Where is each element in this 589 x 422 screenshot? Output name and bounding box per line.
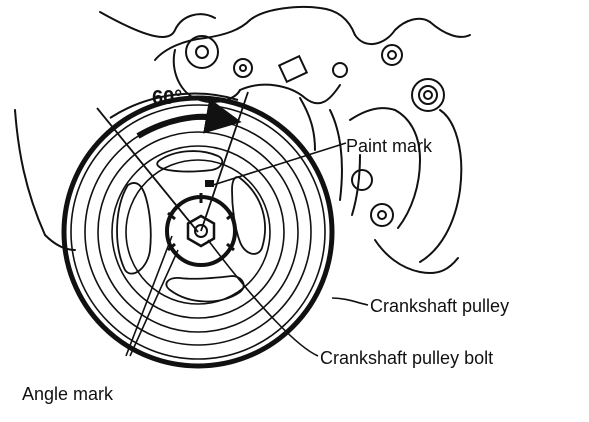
paint-mark-label: Paint mark [346, 136, 433, 156]
crankshaft-pulley-bolt-leader [207, 239, 319, 357]
crankshaft-pulley-leader [331, 297, 369, 306]
block-bolt-bosses [185, 35, 445, 227]
leader-lines [125, 142, 369, 357]
rotation-angle-indicator [96, 91, 249, 233]
angle-mark-leader-2 [129, 249, 179, 357]
crankshaft-pulley [61, 95, 335, 369]
crankshaft-pulley-bolt-label: Crankshaft pulley bolt [320, 348, 493, 368]
crankshaft-pulley-label: Crankshaft pulley [370, 296, 509, 316]
pulley-hub [165, 193, 237, 267]
pulley-windows [116, 150, 266, 303]
angle-degree-label: 60° [152, 87, 182, 109]
paint-mark [205, 180, 214, 187]
angle-mark-label: Angle mark [22, 384, 114, 404]
paint-mark-leader [212, 142, 347, 186]
angle-mark-leader-1 [125, 235, 173, 357]
